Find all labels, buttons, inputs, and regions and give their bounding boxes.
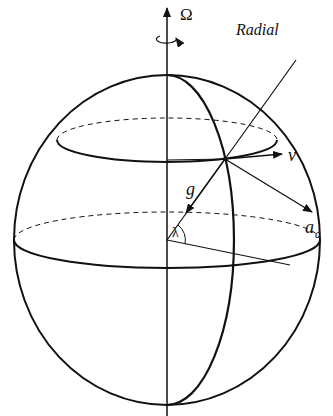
rotation-arrow	[156, 36, 176, 43]
meridian	[167, 75, 234, 405]
equator-back	[14, 212, 320, 240]
velocity-arrow	[225, 154, 282, 159]
omega-label: Ω	[180, 6, 193, 23]
radial-line	[167, 60, 296, 240]
acceleration-subscript: c	[315, 228, 320, 240]
radial-label: Radial	[236, 22, 279, 38]
latitude-back	[57, 118, 277, 140]
equator-front	[14, 240, 320, 268]
velocity-label: v	[288, 146, 296, 164]
rotation-axis	[166, 8, 168, 416]
latitude-radius	[167, 159, 225, 160]
point	[223, 157, 227, 161]
latitude-front	[57, 140, 277, 162]
gravity-arrow	[186, 159, 225, 213]
angle-label: λ	[172, 226, 179, 240]
angle-arc	[178, 225, 185, 244]
acceleration-label: a	[305, 218, 314, 236]
gravity-label: g	[186, 180, 195, 198]
acceleration-arrow	[225, 159, 312, 212]
